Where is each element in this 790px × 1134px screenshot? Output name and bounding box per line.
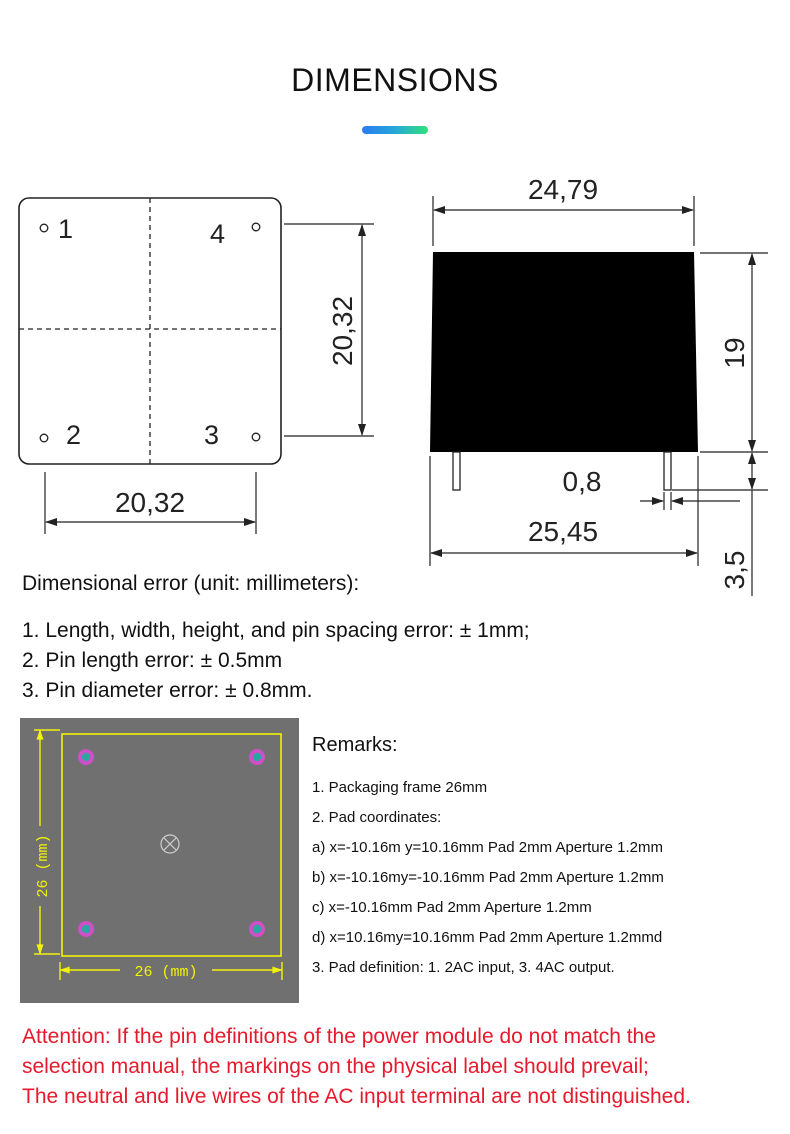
dimensional-error-heading: Dimensional error (unit: millimeters): xyxy=(22,572,360,595)
top-view: 1 4 2 3 20,32 20,32 xyxy=(18,197,374,534)
remarks-heading: Remarks: xyxy=(312,734,398,756)
attention-line: Attention: If the pin definitions of the… xyxy=(22,1025,656,1048)
side-height-label: 19 xyxy=(719,337,750,368)
title-accent-bar xyxy=(362,126,428,134)
error-item: 1. Length, width, height, and pin spacin… xyxy=(22,619,530,642)
module-body xyxy=(430,252,698,452)
left-pin xyxy=(452,451,461,491)
top-view-height-label: 20,32 xyxy=(327,296,358,366)
pin-2-label: 2 xyxy=(66,420,81,450)
side-view: 24,79 19 3,5 0,8 25,45 xyxy=(429,174,768,596)
remark-item: b) x=-10.16my=-10.16mm Pad 2mm Aperture … xyxy=(312,869,664,886)
remarks-panel: Remarks: 1. Packaging frame 26mm 2. Pad … xyxy=(312,734,664,983)
pin-3-label: 3 xyxy=(204,420,219,450)
pin-3-marker xyxy=(251,432,261,442)
top-view-width-label: 20,32 xyxy=(115,487,185,518)
remark-item: c) x=-10.16mm Pad 2mm Aperture 1.2mm xyxy=(312,899,592,916)
pin-1-label: 1 xyxy=(58,214,73,244)
right-pin xyxy=(663,451,672,491)
remark-item: 3. Pad definition: 1. 2AC input, 3. 4AC … xyxy=(312,959,615,976)
pad-bottom-left xyxy=(78,921,94,937)
pin-4-label: 4 xyxy=(210,219,225,249)
dimension-drawings: 1 4 2 3 20,32 20,32 24,79 19 xyxy=(18,174,768,596)
pcb-vertical-label: 26 (mm) xyxy=(35,834,52,897)
pcb-footprint: 26 (mm) 26 (mm) xyxy=(20,718,299,1003)
remark-item: d) x=10.16my=10.16mm Pad 2mm Aperture 1.… xyxy=(312,929,663,946)
pcb-outline xyxy=(61,733,282,957)
attention-notice: Attention: If the pin definitions of the… xyxy=(22,1022,691,1112)
dimensional-error-list: 1. Length, width, height, and pin spacin… xyxy=(22,616,530,706)
pad-top-right xyxy=(249,749,265,765)
pcb-footprint-drawing: 26 (mm) 26 (mm) xyxy=(34,729,283,981)
pcb-horizontal-label: 26 (mm) xyxy=(134,964,197,981)
error-item: 2. Pin length error: ± 0.5mm xyxy=(22,649,283,672)
remark-item: a) x=-10.16m y=10.16mm Pad 2mm Aperture … xyxy=(312,839,663,856)
pin-diameter-label: 0,8 xyxy=(563,466,602,497)
side-top-width-label: 24,79 xyxy=(528,174,598,205)
page-title: DIMENSIONS xyxy=(291,62,499,98)
error-item: 3. Pin diameter error: ± 0.8mm. xyxy=(22,679,313,702)
center-origin-marker xyxy=(160,834,180,854)
pin-4-marker xyxy=(251,222,261,232)
pad-bottom-right xyxy=(249,921,265,937)
attention-line: selection manual, the markings on the ph… xyxy=(22,1055,649,1078)
pin-length-label: 3,5 xyxy=(719,551,750,590)
pin-2-marker xyxy=(39,433,49,443)
remark-item: 2. Pad coordinates: xyxy=(312,809,442,826)
pad-top-left xyxy=(78,749,94,765)
attention-line: The neutral and live wires of the AC inp… xyxy=(22,1085,691,1108)
pin-1-marker xyxy=(39,223,49,233)
side-bottom-width-label: 25,45 xyxy=(528,516,598,547)
remark-item: 1. Packaging frame 26mm xyxy=(312,779,488,796)
